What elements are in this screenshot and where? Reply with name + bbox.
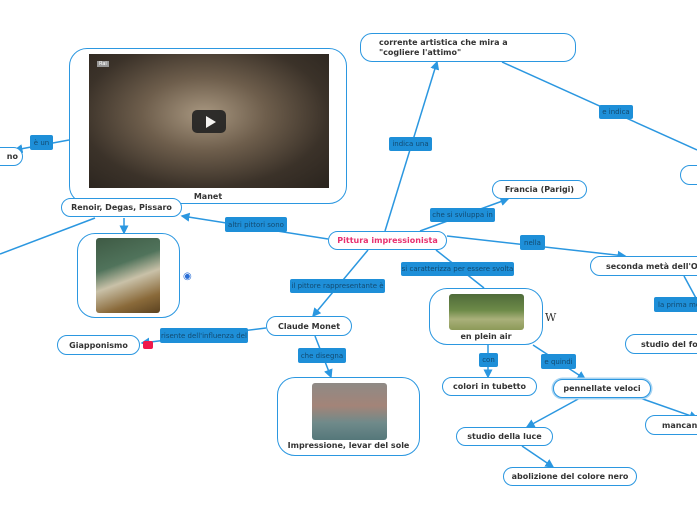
link-e-indica[interactable]: e indica [599, 105, 633, 119]
node-label: Claude Monet [277, 321, 341, 331]
manet-caption: Manet [193, 192, 223, 201]
degas-painting [96, 238, 160, 313]
node-plein-air-card[interactable]: en plein air [429, 288, 543, 345]
node-label: abolizione del colore nero [511, 472, 629, 481]
node-label: Francia (Parigi) [504, 185, 575, 194]
node-renoir-degas-pissaro[interactable]: Renoir, Degas, Pissaro [61, 198, 182, 217]
node-colori-tubetto[interactable]: colori in tubetto [442, 377, 537, 396]
impressione-caption: Impressione, levar del sole [287, 441, 410, 450]
node-manet-card[interactable]: Rai Manet [69, 48, 347, 204]
link-pittore-rappresentante[interactable]: il pittore rappresentante è [290, 279, 385, 293]
link-indica-una[interactable]: indica una [389, 137, 432, 151]
node-corrente-artistica[interactable]: corrente artistica che mira a "cogliere … [360, 33, 576, 62]
node-label: seconda metà dell'Otto [606, 261, 697, 271]
link-sviluppa[interactable]: che si sviluppa in [430, 208, 495, 222]
node-label: mancanz [662, 420, 697, 430]
node-label: corrente artistica che mira a "cogliere … [379, 37, 508, 57]
wikimedia-icon[interactable]: ◉ [183, 271, 192, 282]
youtube-icon[interactable] [143, 341, 153, 349]
node-label: studio della luce [467, 432, 542, 441]
manet-video[interactable]: Rai [89, 54, 329, 188]
node-mancanza[interactable]: mancanz [645, 415, 697, 435]
node-label: colori in tubetto [453, 382, 526, 391]
node-francia[interactable]: Francia (Parigi) [492, 180, 587, 199]
node-claude-monet[interactable]: Claude Monet [266, 316, 352, 336]
node-studio-luce[interactable]: studio della luce [456, 427, 553, 446]
node-label: Renoir, Degas, Pissaro [71, 203, 172, 212]
plein-air-photo [449, 294, 524, 330]
node-label: studio del foto [641, 339, 697, 349]
node-abolizione-nero[interactable]: abolizione del colore nero [503, 467, 637, 486]
node-studio-foto[interactable]: studio del foto [625, 334, 697, 354]
node-label: pennellate veloci [563, 384, 641, 393]
link-nella[interactable]: nella [520, 235, 545, 250]
link-con[interactable]: con [479, 353, 498, 367]
node-pittura-impressionista[interactable]: Pittura impressionista [328, 231, 447, 250]
plein-air-caption: en plein air [460, 332, 512, 341]
link-e-un[interactable]: è un [30, 135, 53, 150]
link-che-disegna[interactable]: che disegna [298, 348, 346, 363]
node-giapponismo[interactable]: Giapponismo [57, 335, 140, 355]
wikipedia-icon[interactable]: W [545, 311, 557, 324]
node-pennellate-veloci[interactable]: pennellate veloci [553, 379, 651, 398]
impressione-painting [312, 383, 387, 440]
play-icon [205, 115, 216, 128]
link-altri-pittori[interactable]: altri pittori sono [225, 217, 287, 232]
node-degas-card[interactable] [77, 233, 180, 318]
node-impressione-card[interactable]: Impressione, levar del sole [277, 377, 420, 456]
node-label: no [6, 152, 18, 161]
link-risente[interactable]: risente dell'influenza del [160, 328, 248, 343]
central-label: Pittura impressionista [337, 236, 438, 245]
node-left-cut[interactable]: no [0, 147, 23, 166]
channel-logo: Rai [97, 61, 109, 67]
play-button[interactable] [192, 110, 226, 133]
node-right-cut[interactable] [680, 165, 697, 185]
link-prima[interactable]: la prima mo [654, 297, 697, 312]
link-e-quindi[interactable]: e quindi [541, 354, 576, 369]
node-seconda-meta[interactable]: seconda metà dell'Otto [590, 256, 697, 276]
link-caratterizza[interactable]: si caratterizza per essere svolta [401, 262, 514, 276]
node-label: Giapponismo [69, 340, 128, 350]
